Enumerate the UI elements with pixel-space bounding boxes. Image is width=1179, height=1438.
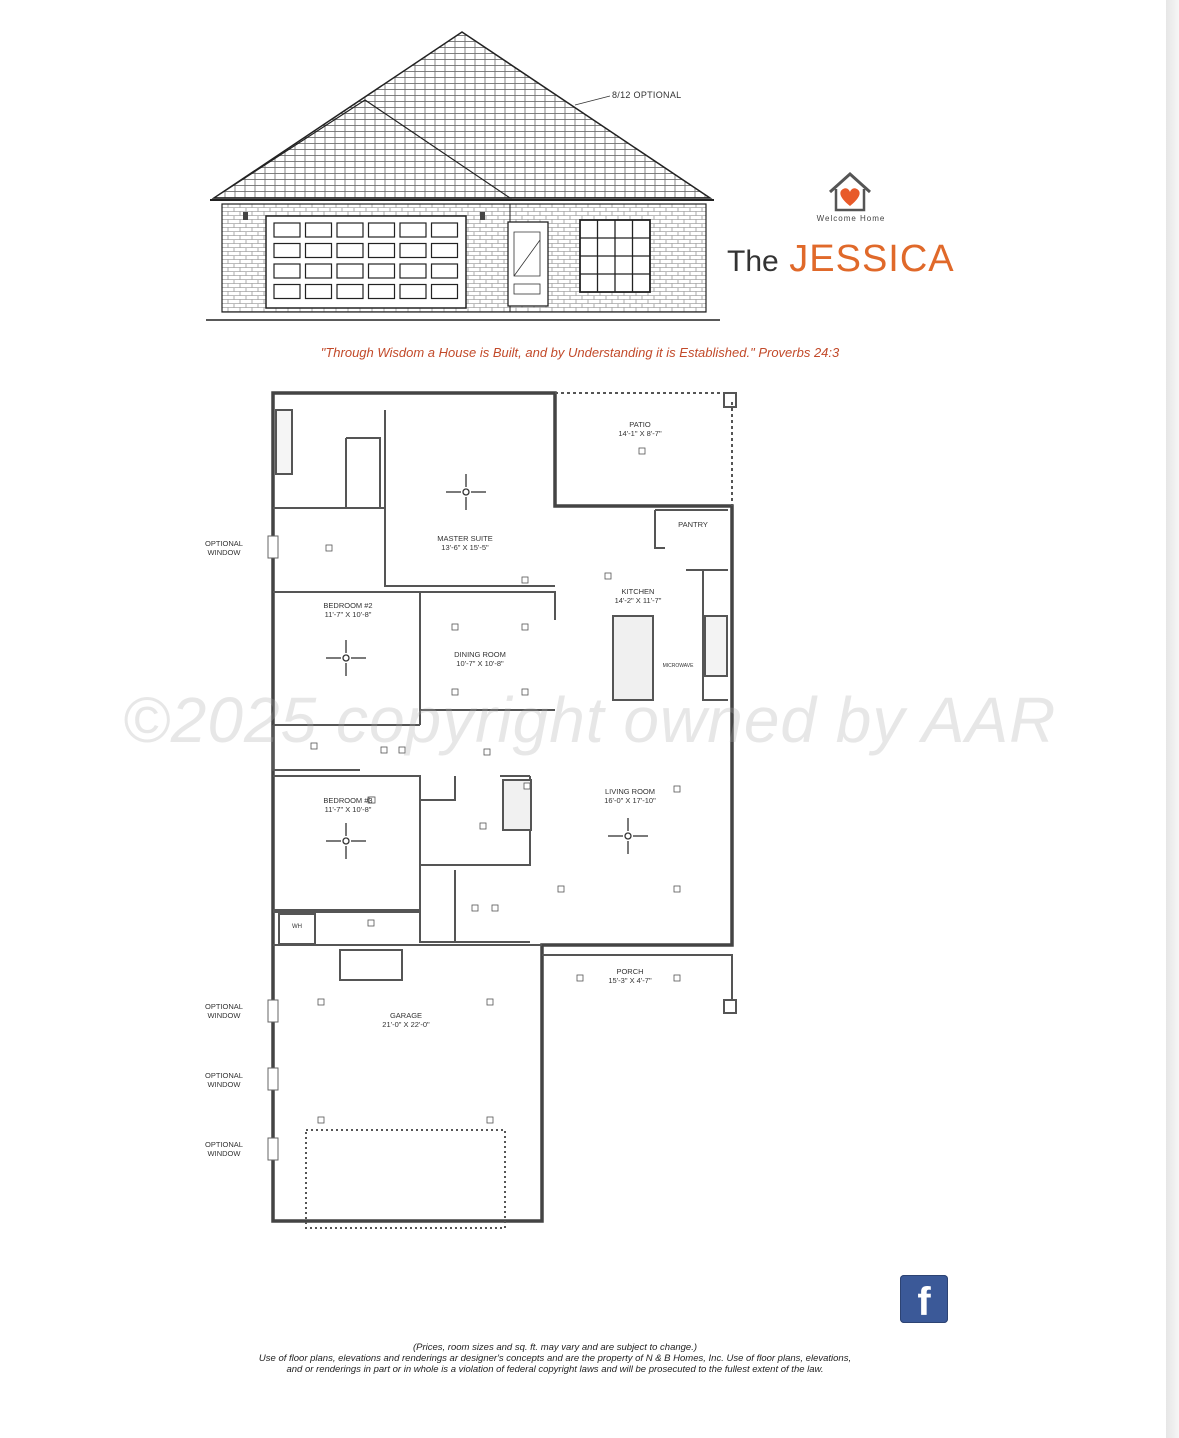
garage-panel xyxy=(336,222,364,238)
garage-panel xyxy=(399,283,427,300)
light-fixture xyxy=(638,447,646,455)
light-fixture xyxy=(486,998,494,1006)
light-fixture xyxy=(673,785,681,793)
ceiling-fan xyxy=(342,837,350,845)
garage-panel xyxy=(304,242,333,259)
disclaimer-line-2: Use of floor plans, elevations and rende… xyxy=(258,1353,852,1364)
light-fixture xyxy=(523,782,531,790)
disclaimer-line-3: and or renderings in part or in whole is… xyxy=(286,1364,824,1375)
room-pantry: PANTRY xyxy=(678,520,708,529)
front-elevation-drawing xyxy=(206,31,720,321)
house-heart-icon xyxy=(828,171,872,212)
ceiling-fan xyxy=(342,654,350,662)
garage-panel xyxy=(304,283,333,300)
garage-panel xyxy=(430,263,459,279)
plan-prefix: The xyxy=(727,245,779,278)
light-fixture xyxy=(491,904,499,912)
garage-panel xyxy=(367,242,396,259)
garage-panel xyxy=(336,283,364,300)
light-fixture xyxy=(604,572,612,580)
light-fixture xyxy=(451,688,459,696)
window-panes xyxy=(580,220,650,292)
garage-panel xyxy=(304,222,333,238)
disclaimer-line-1: (Prices, room sizes and sq. ft. may vary… xyxy=(412,1342,698,1353)
light-fixture xyxy=(310,742,318,750)
proverb-quote: "Through Wisdom a House is Built, and by… xyxy=(320,345,840,360)
light-fixture xyxy=(521,688,529,696)
light-fixture xyxy=(451,623,459,631)
garage-panel xyxy=(430,283,459,300)
garage-panel xyxy=(273,222,301,238)
page-edge xyxy=(1166,0,1179,1438)
exterior-wall xyxy=(271,391,734,1223)
light-fixture xyxy=(486,1116,494,1124)
facebook-icon[interactable]: f xyxy=(900,1275,948,1324)
garage-panel xyxy=(430,242,459,259)
garage-panel xyxy=(336,263,364,279)
plan-name: JESSICA xyxy=(789,238,955,280)
light-fixture xyxy=(576,974,584,982)
brand-tagline: Welcome Home xyxy=(816,214,886,223)
light-fixture xyxy=(521,623,529,631)
garage-panel xyxy=(367,222,396,238)
garage-panel xyxy=(273,263,301,279)
light-fixture xyxy=(368,796,376,804)
garage-panel xyxy=(399,222,427,238)
light-fixture xyxy=(483,748,491,756)
ceiling-fan xyxy=(624,832,632,840)
ceiling-fan xyxy=(462,488,470,496)
entry-door xyxy=(507,221,549,307)
garage-panel xyxy=(399,242,427,259)
plan-title: The JESSICA xyxy=(727,238,955,281)
light-fixture xyxy=(380,746,388,754)
light-fixture xyxy=(521,576,529,584)
light-fixture xyxy=(557,885,565,893)
light-fixture xyxy=(325,544,333,552)
garage-panel xyxy=(336,242,364,259)
disclaimer-footer: (Prices, room sizes and sq. ft. may vary… xyxy=(200,1342,910,1375)
light-fixture xyxy=(471,904,479,912)
copyright-watermark: ©2025 copyright owned by AAR xyxy=(122,684,1057,756)
light-fixture xyxy=(367,919,375,927)
light-fixture xyxy=(317,998,325,1006)
garage-door-panels xyxy=(273,222,459,300)
brand-logo xyxy=(800,168,900,219)
garage-panel xyxy=(273,283,301,300)
light-fixture xyxy=(317,1116,325,1124)
light-fixture xyxy=(398,746,406,754)
garage-panel xyxy=(273,242,301,259)
garage-panel xyxy=(367,263,396,279)
garage-panel xyxy=(304,263,333,279)
garage-panel xyxy=(430,222,459,238)
roof-pitch-note: 8/12 OPTIONAL xyxy=(612,90,682,100)
light-fixture xyxy=(673,974,681,982)
garage-panel xyxy=(367,283,396,300)
light-fixture xyxy=(673,885,681,893)
label-water-heater: WH xyxy=(292,924,302,930)
label-microwave: MICROWAVE xyxy=(662,663,694,669)
light-fixture xyxy=(479,822,487,830)
gable-roof xyxy=(211,99,512,199)
garage-panel xyxy=(399,263,427,279)
